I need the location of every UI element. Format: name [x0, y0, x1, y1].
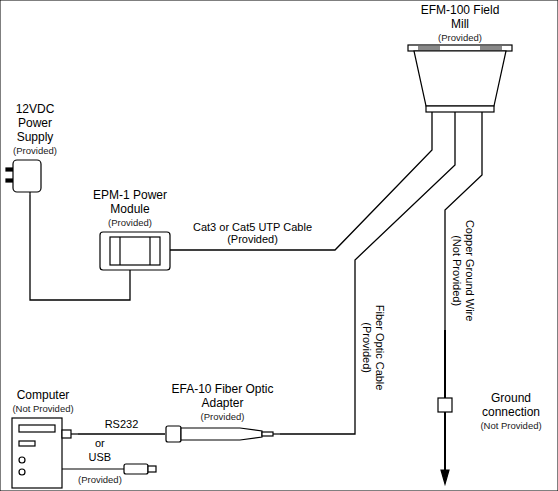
cable-note: USB: [89, 451, 112, 464]
cable: [78, 433, 165, 434]
field-mill-icon: [408, 45, 512, 112]
adapter-icon: [166, 426, 280, 442]
power-module: EPM-1 Power Module(Provided): [90, 189, 170, 270]
cable: [445, 112, 482, 330]
computer-icon: [12, 418, 78, 488]
node-texts: EPM-1 Power Module(Provided): [90, 189, 170, 228]
part-name: Ground connection: [470, 392, 552, 420]
node-texts: EFA-10 Fiber Optic Adapter(Provided): [165, 383, 280, 422]
ground-rod-icon: [438, 330, 452, 484]
node-texts: 12VDC Power Supply(Provided): [5, 103, 65, 156]
part-name: 12VDC Power Supply: [5, 103, 65, 144]
power-module-icon: [100, 232, 170, 270]
cable: [170, 112, 432, 250]
cable-note: (Provided): [78, 475, 122, 486]
cable-label: Fiber Optic Cable (Provided): [360, 290, 385, 404]
cable-label: Copper Ground Wire (Not Provided): [450, 212, 475, 328]
part-name: Computer: [8, 389, 78, 403]
usb-cable: [62, 464, 156, 474]
fiber-adapter: EFA-10 Fiber Optic Adapter(Provided): [165, 383, 280, 445]
part-name: EPM-1 Power Module: [90, 189, 170, 217]
node-texts: Ground connection(Not Provided): [470, 392, 552, 431]
supply-note: (Provided): [420, 32, 500, 43]
power-supply-icon: [6, 160, 41, 195]
cable-label: RS232: [90, 418, 154, 431]
supply-note: (Not Provided): [470, 420, 552, 431]
cable-label: Cat3 or Cat5 UTP Cable (Provided): [186, 221, 320, 246]
supply-note: (Provided): [165, 411, 280, 422]
supply-note: (Provided): [90, 217, 170, 228]
node-texts: EFM-100 Field Mill(Provided): [420, 4, 500, 43]
cable: [280, 112, 455, 434]
part-name: EFM-100 Field Mill: [420, 4, 500, 32]
supply-note: (Not Provided): [8, 403, 78, 414]
node-texts: Computer(Not Provided): [8, 389, 78, 414]
part-name: EFA-10 Fiber Optic Adapter: [165, 383, 280, 411]
computer: Computer(Not Provided): [8, 389, 78, 488]
ground-connection: Ground connection(Not Provided): [430, 330, 555, 485]
power-supply: 12VDC Power Supply(Provided): [5, 103, 65, 195]
supply-note: (Provided): [5, 145, 65, 156]
cable-note: or: [95, 437, 105, 450]
field-mill: EFM-100 Field Mill(Provided): [400, 4, 520, 112]
